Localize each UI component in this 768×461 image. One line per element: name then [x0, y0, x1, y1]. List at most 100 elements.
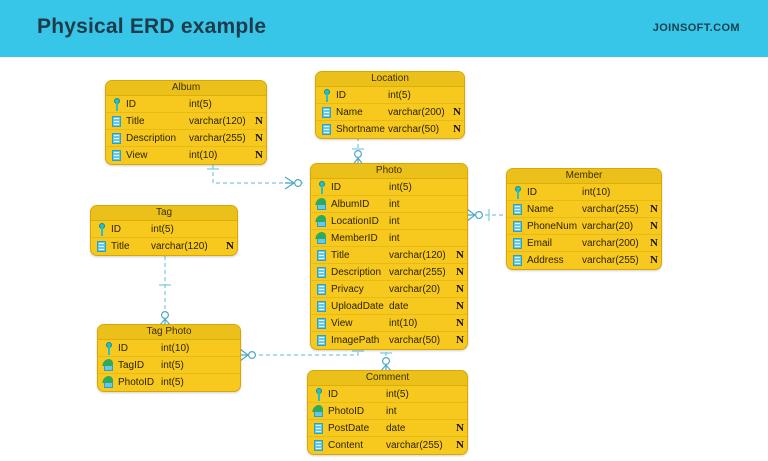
field-name: ID [111, 223, 121, 235]
field-name: PhotoID [118, 377, 155, 388]
field-type: int(5) [386, 388, 409, 400]
primary-key-icon [312, 387, 325, 401]
field-type: int [389, 198, 400, 210]
column-icon [110, 149, 123, 162]
field-name: UploadDate [331, 300, 384, 312]
field-name: Title [111, 241, 130, 252]
column-icon [312, 422, 325, 435]
page-header: Physical ERD example JOINSOFT.COM [0, 0, 768, 57]
field-row[interactable]: PhotoID int [308, 403, 467, 420]
not-null-marker: N [255, 115, 263, 127]
not-null-marker: N [453, 123, 461, 135]
field-type: varchar(255) [582, 255, 639, 266]
field-name: ID [331, 181, 341, 193]
not-null-marker: N [456, 283, 464, 295]
field-name: Description [331, 266, 382, 278]
field-type: int(5) [161, 377, 184, 388]
field-type: varchar(255) [386, 440, 443, 451]
field-name: Shortname [336, 124, 385, 135]
field-row[interactable]: AlbumID int [311, 196, 467, 213]
field-type: int [386, 405, 397, 417]
field-row[interactable]: Title varchar(120) N [91, 238, 237, 255]
not-null-marker: N [255, 132, 263, 144]
field-row[interactable]: View int(10) N [106, 147, 266, 164]
field-type: int(10) [189, 150, 218, 161]
field-type: int [389, 215, 400, 227]
field-name: Name [336, 106, 363, 118]
not-null-marker: N [456, 300, 464, 312]
field-name: View [126, 150, 148, 161]
not-null-marker: N [456, 439, 464, 451]
column-icon [315, 334, 328, 347]
not-null-marker: N [650, 220, 658, 232]
entity-title: Location [316, 72, 464, 87]
not-null-marker: N [255, 149, 263, 161]
field-name: AlbumID [331, 198, 370, 210]
entity-title: Tag [91, 206, 237, 221]
column-icon [315, 283, 328, 296]
field-name: PostDate [328, 422, 370, 434]
primary-key-icon [320, 88, 333, 102]
not-null-marker: N [456, 334, 464, 346]
primary-key-icon [511, 185, 524, 199]
field-type: varchar(50) [389, 335, 441, 346]
field-type: int [389, 232, 400, 244]
field-row[interactable]: PhotoID int(5) [98, 374, 240, 391]
not-null-marker: N [650, 237, 658, 249]
field-name: View [331, 317, 353, 329]
entity-title: Photo [311, 164, 467, 179]
foreign-key-icon [312, 405, 325, 418]
not-null-marker: N [226, 240, 234, 252]
field-type: varchar(255) [389, 266, 446, 278]
entity-title: Tag Photo [98, 325, 240, 340]
column-icon [315, 249, 328, 262]
entity-title: Comment [308, 371, 467, 386]
field-row[interactable]: UploadDate date N [311, 298, 467, 315]
crowsfoot-photo-from-album [284, 176, 303, 190]
field-type: varchar(50) [388, 124, 440, 135]
field-type: varchar(120) [151, 241, 208, 252]
column-icon [110, 115, 123, 128]
field-name: ID [336, 89, 346, 101]
field-type: date [389, 300, 409, 312]
field-name: ImagePath [331, 335, 380, 346]
field-name: PhotoID [328, 405, 365, 417]
field-row[interactable]: ID int(5) [311, 179, 467, 196]
field-name: Title [331, 249, 350, 261]
field-row[interactable]: ImagePath varchar(50) N [311, 332, 467, 349]
field-name: Privacy [331, 283, 364, 295]
foreign-key-icon [102, 359, 115, 372]
field-type: int(5) [389, 181, 412, 193]
